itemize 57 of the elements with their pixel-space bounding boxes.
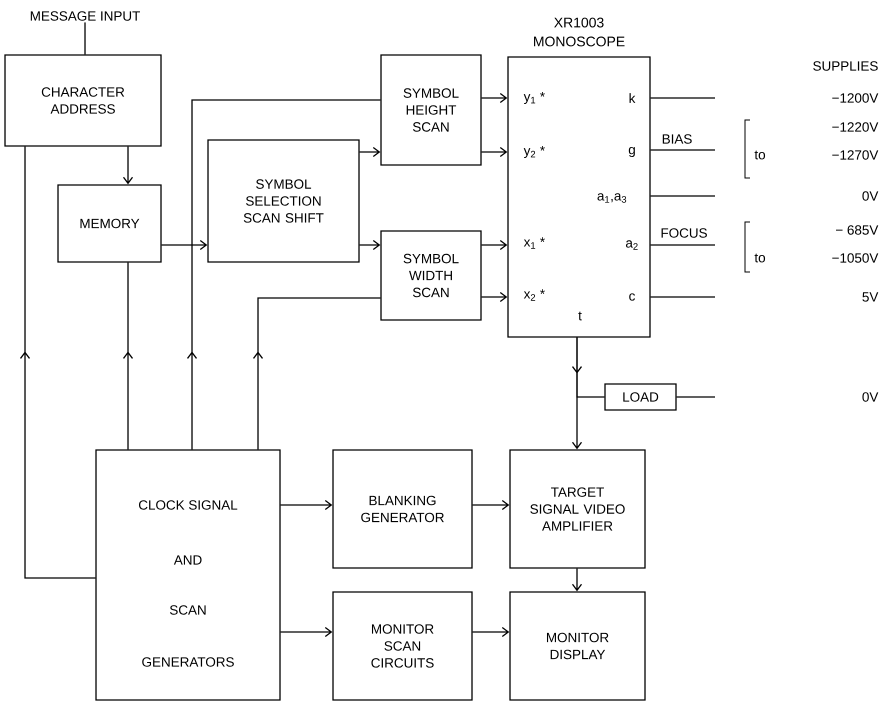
load-box: LOAD — [604, 383, 677, 411]
connector-line — [650, 195, 715, 197]
connector-line — [650, 149, 715, 151]
pin-label: x$_{1}$ * — [524, 237, 545, 249]
arrow — [472, 500, 510, 510]
process-box: BLANKING GENERATOR — [332, 449, 473, 569]
pin-label: k — [630, 93, 636, 103]
connector-line — [576, 338, 604, 398]
arrow — [482, 146, 508, 158]
process-box: MEMORY — [57, 184, 162, 263]
voltage-label: −1270V — [832, 150, 878, 160]
arrow — [482, 92, 508, 104]
voltage-label: −1220V — [832, 122, 878, 132]
pin-label: y$_{2}$ * — [524, 146, 545, 158]
arrow — [472, 626, 510, 638]
process-box: CHARACTER ADDRESS — [4, 54, 162, 147]
pin-label: y$_{1}$ * — [524, 92, 545, 104]
node-label: XR1003 MONOSCOPE — [534, 18, 625, 46]
arrow — [123, 146, 134, 184]
range-word: to — [754, 150, 766, 160]
process-box: SYMBOL WIDTH SCAN — [380, 230, 482, 321]
connector-line — [650, 296, 715, 298]
process-box: MONITOR SCAN CIRCUITS — [332, 591, 473, 701]
process-box: MONITOR DISPLAY — [509, 591, 646, 701]
arrow — [482, 240, 508, 250]
arrow — [572, 568, 582, 592]
input-label: MESSAGE INPUT — [30, 11, 140, 21]
arrow — [360, 146, 380, 158]
pin-label: a$_{1}$,a$_{3}$ — [598, 193, 626, 203]
generator-box: CLOCK SIGNAL AND SCAN GENERATORS — [95, 449, 281, 701]
pin-label: c — [629, 293, 636, 301]
pin-label: a$_{2}$ — [626, 240, 638, 250]
connector-line — [650, 97, 715, 99]
arrow — [280, 500, 332, 510]
pin-label: t — [578, 312, 582, 320]
process-box: SYMBOL SELECTION SCAN SHIFT — [207, 139, 360, 263]
voltage-label: 5V — [862, 292, 878, 302]
pin-label: g — [628, 147, 635, 157]
arrow — [360, 240, 380, 250]
process-box: SYMBOL HEIGHT SCAN — [380, 54, 482, 166]
voltage-label: −1050V — [832, 253, 878, 263]
connector-line — [84, 22, 86, 54]
voltage-label: 0V — [862, 191, 878, 201]
arrow — [162, 240, 208, 250]
range-word: to — [754, 254, 766, 262]
arrow — [482, 292, 508, 302]
voltage-label: − 685V — [836, 225, 878, 235]
connector-line — [676, 396, 715, 398]
edge-label: BIAS — [660, 133, 694, 145]
connector-line — [650, 244, 715, 246]
pin-label: x$_{2}$ * — [524, 289, 545, 301]
edge-label: FOCUS — [659, 227, 709, 239]
voltage-label: 0V — [862, 392, 878, 402]
arrow — [280, 626, 332, 638]
supplies-heading: SUPPLIES — [813, 61, 878, 71]
voltage-label: −1200V — [832, 93, 878, 103]
process-box: TARGET SIGNAL VIDEO AMPLIFIER — [509, 449, 646, 569]
